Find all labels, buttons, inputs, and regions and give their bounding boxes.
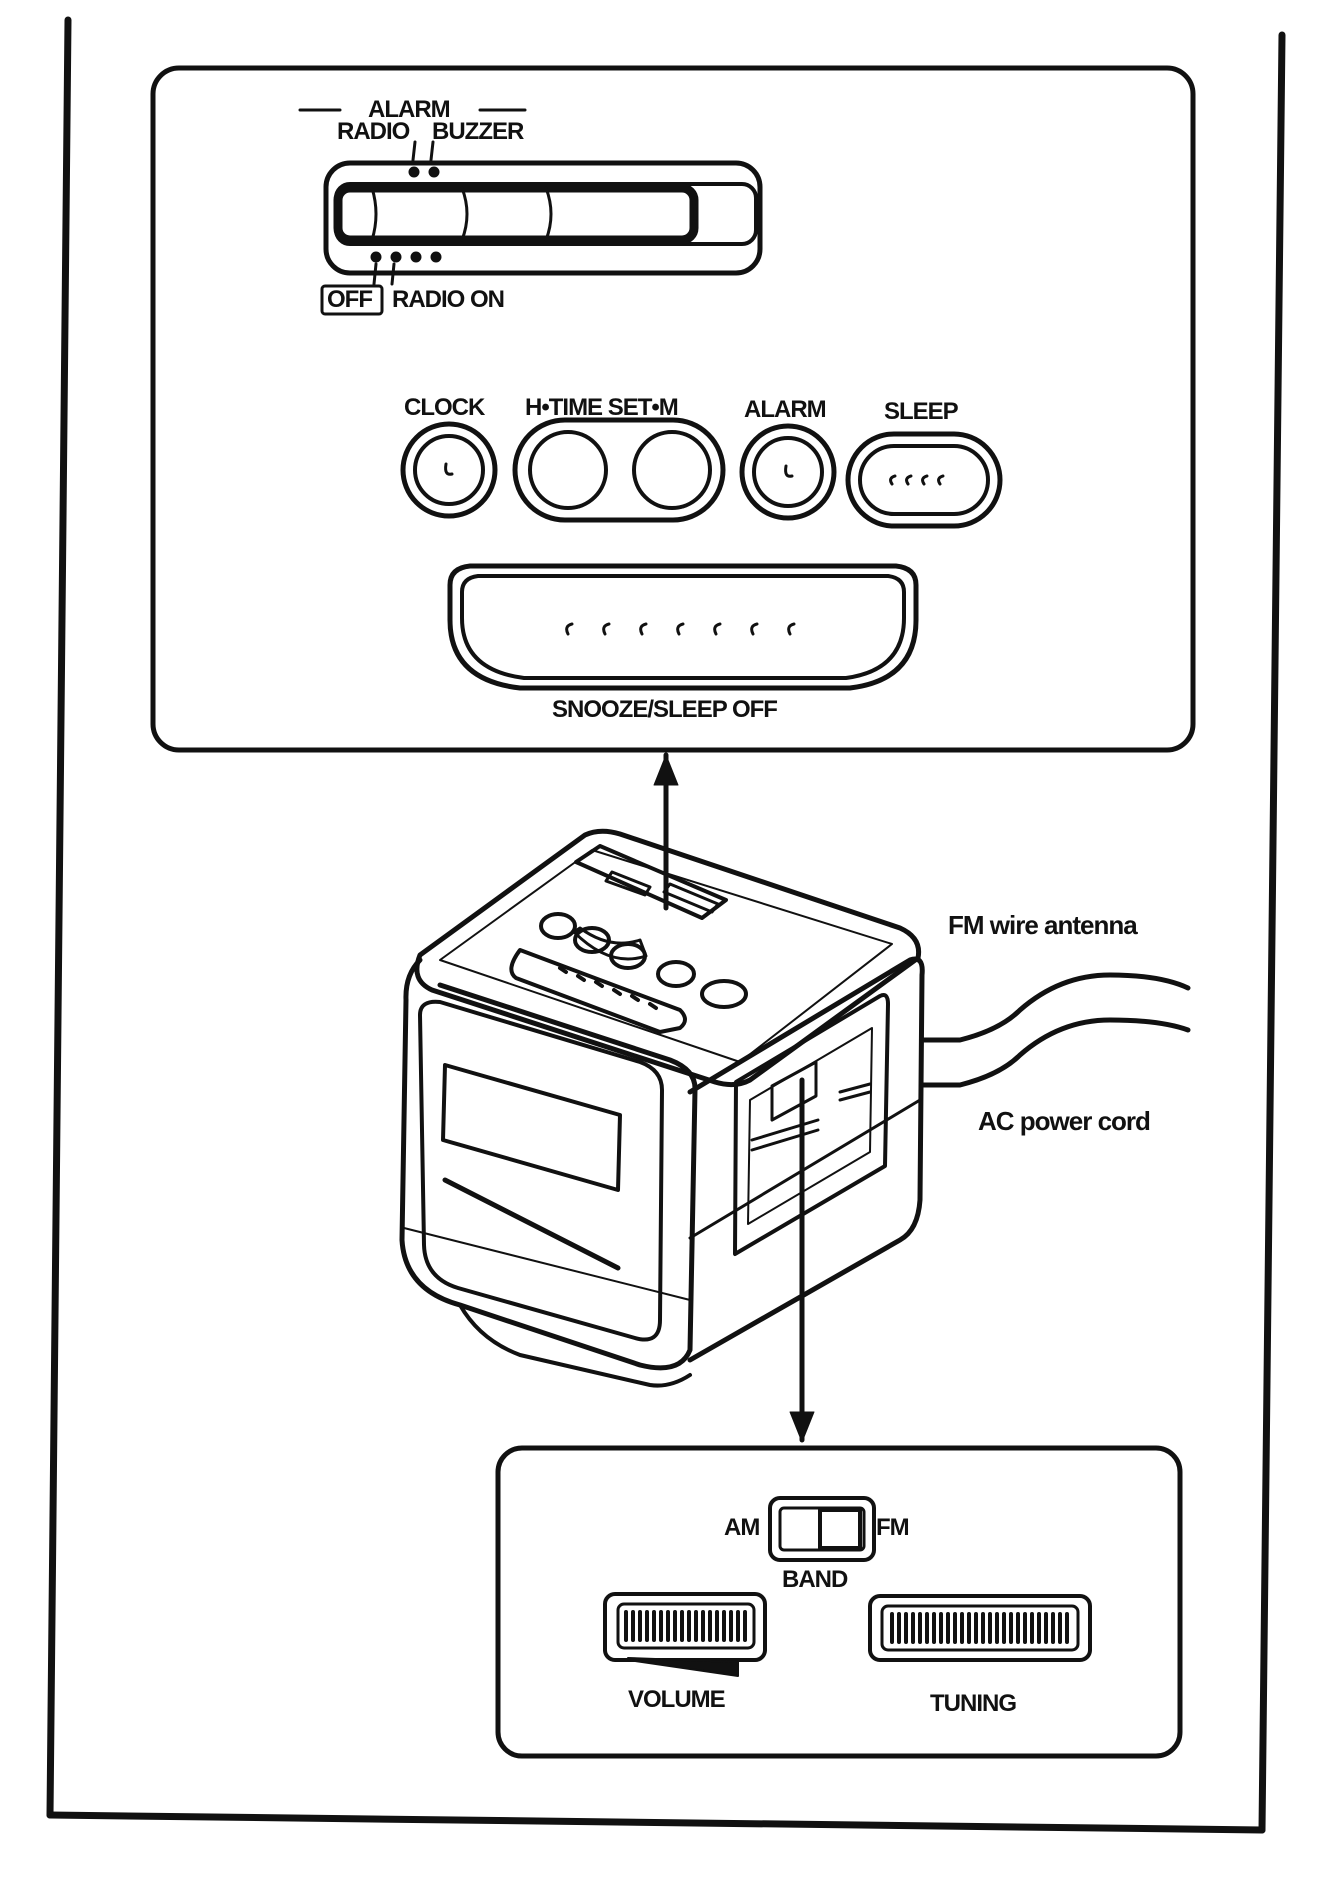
volume-label: VOLUME	[628, 1686, 725, 1714]
fm-label: FM	[876, 1514, 909, 1542]
fm-antenna-label: FM wire antenna	[948, 910, 1137, 941]
band-switch[interactable]	[770, 1498, 874, 1560]
snooze-label: SNOOZE/SLEEP OFF	[552, 696, 777, 724]
frame-left-line	[50, 20, 68, 1815]
off-label: OFF	[327, 286, 372, 314]
alarm-button[interactable]	[742, 426, 834, 518]
alarm-button-label: ALARM	[744, 396, 826, 424]
radio-on-label: RADIO ON	[392, 286, 504, 314]
sleep-button[interactable]	[848, 434, 1000, 526]
frame-right-line	[1262, 35, 1282, 1830]
am-label: AM	[724, 1514, 759, 1542]
clock-radio-unit	[402, 831, 922, 1385]
alarm-radio-label: RADIO	[337, 118, 409, 146]
ac-cord-label: AC power cord	[978, 1106, 1150, 1137]
alarm-buzzer-label: BUZZER	[432, 118, 523, 146]
sleep-button-label: SLEEP	[884, 398, 958, 426]
clock-button-label: CLOCK	[404, 394, 484, 422]
snooze-bar[interactable]	[450, 566, 916, 688]
time-set-label: H•TIME SET•M	[525, 394, 678, 422]
ac-power-cord	[922, 1020, 1188, 1085]
clock-button[interactable]	[403, 424, 495, 516]
arrow-to-side-panel	[790, 1080, 814, 1442]
tuning-label: TUNING	[930, 1690, 1016, 1718]
tuning-wheel[interactable]	[870, 1596, 1090, 1660]
frame-bottom-line	[50, 1815, 1262, 1830]
volume-wheel[interactable]	[605, 1594, 765, 1676]
time-set-buttons[interactable]	[515, 420, 723, 520]
band-label: BAND	[782, 1566, 847, 1594]
side-detail-panel	[498, 1448, 1180, 1756]
